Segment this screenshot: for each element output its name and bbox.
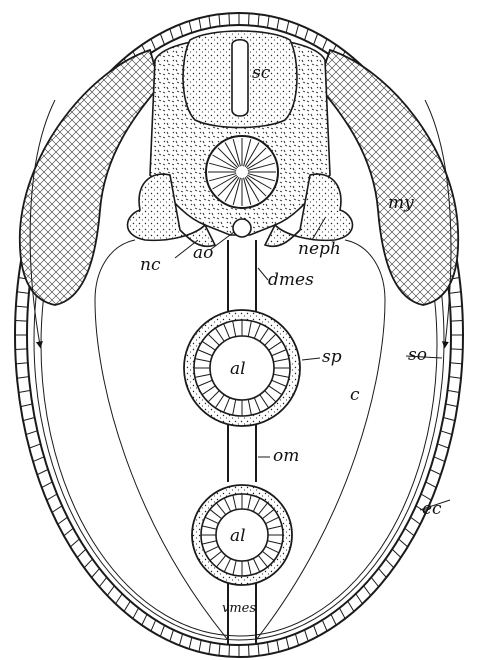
myotome-left [20,50,160,305]
label-dorsal-mesentery: dmes [268,270,314,290]
spinal-cord [183,31,297,128]
label-somatopleure: so [408,345,427,365]
dorsal-aorta [233,219,251,237]
label-gut-upper: al [230,359,246,379]
label-ventral-mesentery: vmes [222,601,256,616]
notochord [206,136,278,208]
myotome-right [318,50,458,305]
label-aorta: ao [193,243,213,263]
label-omentum: om [273,446,299,466]
label-ectoderm: ec [422,499,442,519]
label-myotome: my [388,193,414,213]
label-splanchnopleure: sp [322,347,342,367]
label-spinal-cord: sc [252,63,271,83]
label-gut-lower: al [230,526,246,546]
label-notochord: nc [140,255,161,275]
label-nephrotome: neph [298,239,341,259]
label-coelom: c [350,385,360,405]
